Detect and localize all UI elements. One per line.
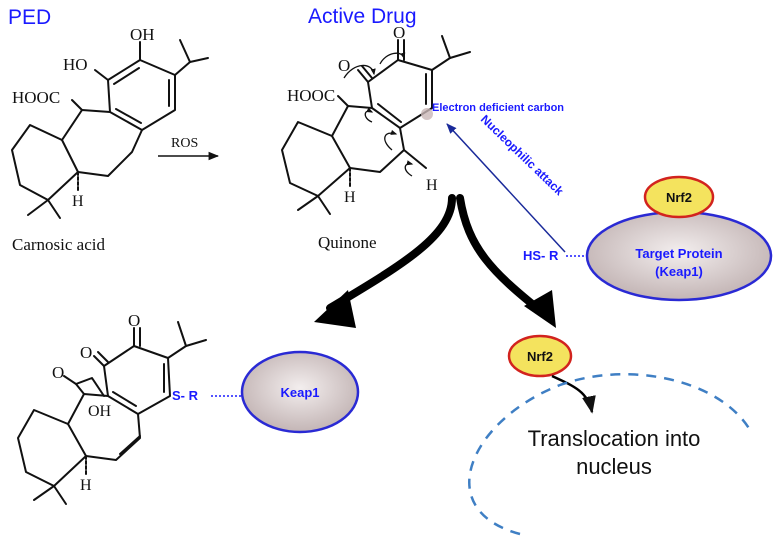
nrf2-bound-ellipse: [643, 175, 715, 219]
thiol-label: HS- R: [523, 248, 559, 263]
adduct-structure: O O O OH H: [17, 311, 207, 505]
quinone-structure: O O HOOC H H Quinone Electron deficient …: [281, 23, 564, 252]
adduct-oxygen-top: O: [128, 311, 140, 330]
active-drug-heading: Active Drug: [308, 5, 417, 28]
right-arrowhead: [524, 290, 556, 328]
quinone-oxygen-top: O: [393, 23, 405, 42]
quinone-label: Quinone: [318, 233, 377, 252]
adduct-hydroxyl: OH: [88, 403, 112, 420]
keap1-ellipse: [240, 350, 360, 434]
left-arrowhead: [314, 290, 356, 328]
nrf2-bound-label: Nrf2: [666, 190, 692, 205]
thioether-label: S- R: [172, 388, 199, 403]
carnosic-oh-top: OH: [130, 25, 155, 44]
translocation-line2: nucleus: [576, 454, 652, 479]
keap1-complex: S- R Keap1: [172, 350, 360, 434]
target-protein-complex: HS- R Nrf2 Target Protein (Keap1): [523, 175, 773, 302]
quinone-hydrogen-side: H: [426, 177, 438, 194]
nucleus-boundary: [468, 373, 752, 536]
adduct-oxygen-left: O: [80, 343, 92, 362]
carnosic-oh-left: HO: [63, 55, 88, 74]
ros-reaction-arrow: ROS: [158, 136, 220, 161]
carnosic-acid-label: Carnosic acid: [12, 235, 105, 254]
carnosic-carboxyl: HOOC: [12, 88, 60, 107]
target-protein-keap1-label: (Keap1): [655, 264, 703, 279]
quinone-hydrogen-ring: H: [344, 189, 356, 206]
ped-heading: PED: [8, 6, 51, 29]
target-protein-label: Target Protein: [635, 246, 722, 261]
electron-deficient-label: Electron deficient carbon: [432, 102, 564, 114]
carnosic-hydrogen: H: [72, 193, 84, 210]
quinone-carboxyl: HOOC: [287, 86, 335, 105]
quinone-oxygen-left: O: [338, 56, 350, 75]
adduct-hydrogen: H: [80, 477, 92, 494]
pathway-arrows: [314, 194, 556, 328]
ros-label: ROS: [171, 136, 198, 151]
nrf2-free-ellipse: [507, 334, 573, 378]
nrf2-translocation: Nrf2 Translocation into nucleus: [468, 334, 752, 536]
keap1-label: Keap1: [280, 385, 319, 400]
electron-deficient-carbon-dot: [421, 108, 433, 120]
translocation-line1: Translocation into: [528, 426, 701, 451]
nucleophilic-attack-label: Nucleophilic attack: [478, 112, 567, 198]
nrf2-free-label: Nrf2: [527, 349, 553, 364]
adduct-carbonyl-oxygen: O: [52, 363, 64, 382]
carnosic-acid-structure: OH HO HOOC H Carnosic acid: [11, 25, 209, 254]
